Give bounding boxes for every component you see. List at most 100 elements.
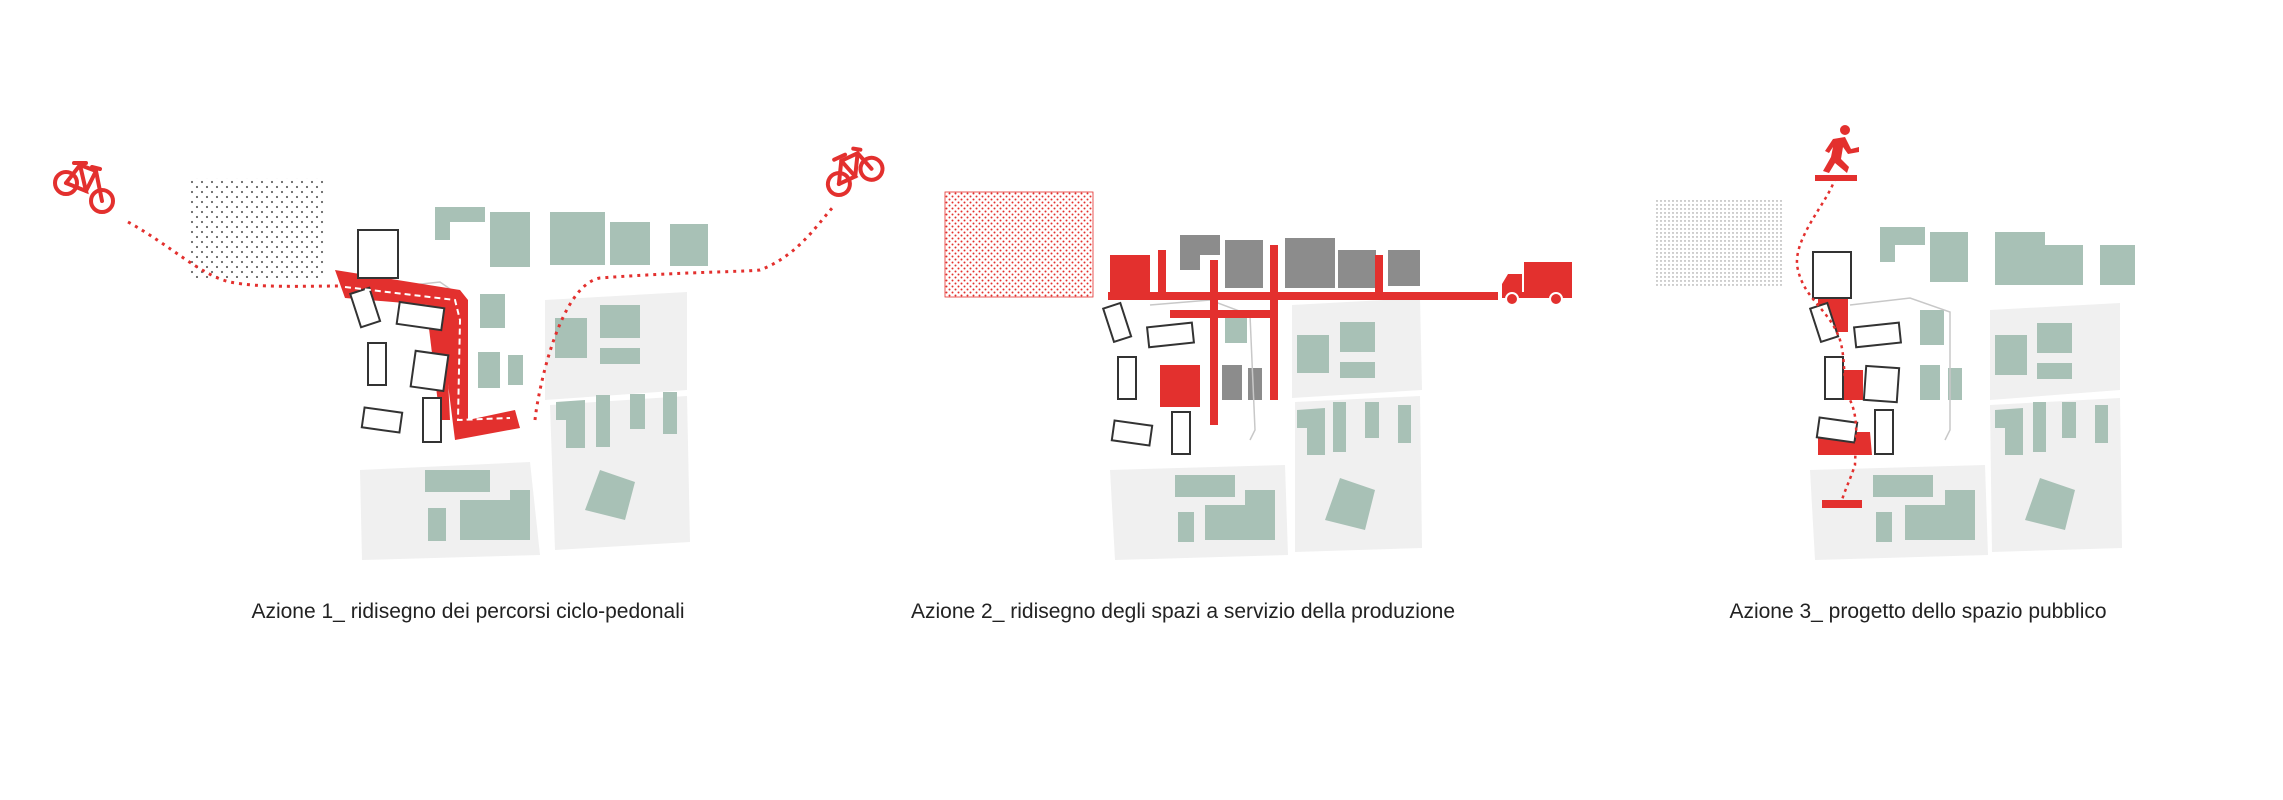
building (1920, 310, 1944, 345)
building (2062, 402, 2076, 438)
service-road (1170, 310, 1275, 318)
bicycle-icon (53, 161, 115, 214)
building (1930, 232, 1968, 282)
building (1995, 408, 2023, 455)
building (1852, 321, 1903, 349)
building (422, 397, 442, 443)
service-road (1375, 255, 1383, 295)
bicycle-icon (825, 146, 885, 198)
building (1180, 235, 1220, 270)
building (1225, 310, 1247, 343)
pedestrian-icon (1815, 125, 1859, 181)
building (1874, 409, 1894, 455)
outlined-buildings (348, 229, 450, 443)
building (1398, 405, 1411, 443)
panel-3 (1655, 125, 2135, 560)
building (630, 394, 645, 429)
building (428, 508, 446, 541)
building (460, 490, 530, 540)
building (1285, 238, 1335, 288)
building (2095, 405, 2108, 443)
building (1333, 402, 1346, 452)
building (395, 300, 446, 332)
building (1225, 240, 1263, 288)
building (1145, 321, 1196, 349)
building (596, 395, 610, 447)
building (610, 222, 650, 265)
building (1808, 301, 1840, 344)
building (550, 212, 605, 265)
building (435, 207, 485, 240)
building (1325, 478, 1375, 530)
building (2025, 478, 2075, 530)
green-buildings (1873, 227, 2135, 542)
open-field (1655, 200, 1783, 288)
building (367, 342, 387, 386)
building (2100, 245, 2135, 285)
building (1117, 356, 1137, 400)
building (1222, 365, 1242, 400)
building (1297, 408, 1325, 455)
building (1812, 251, 1852, 299)
building (1101, 301, 1133, 344)
building (1175, 475, 1235, 497)
building (2033, 402, 2046, 452)
plaza-strip (1822, 500, 1862, 508)
building (1171, 411, 1191, 455)
building (1178, 512, 1194, 542)
building (357, 229, 399, 279)
building (1110, 419, 1154, 447)
building (1297, 335, 1329, 373)
building (1340, 362, 1375, 378)
cycle-pedestrian-path (335, 270, 520, 440)
building (1995, 232, 2045, 285)
building (600, 305, 640, 338)
building (1365, 402, 1379, 438)
building (1880, 227, 1925, 262)
building (1338, 250, 1376, 288)
loading-area (1110, 255, 1150, 297)
outlined-buildings (1808, 251, 1903, 455)
building (1948, 368, 1962, 400)
walking-route (1795, 177, 1858, 501)
path-dashed-centerline (344, 286, 511, 422)
service-road (1158, 250, 1166, 295)
building (409, 349, 450, 393)
green-buildings (1175, 310, 1411, 542)
building (670, 224, 708, 266)
building (1815, 416, 1859, 444)
building (1920, 365, 1940, 400)
path-outline (1849, 297, 1951, 441)
building (2045, 245, 2083, 285)
panel-2 (944, 191, 1572, 560)
building (360, 406, 404, 434)
building (490, 212, 530, 267)
grey-buildings (1180, 235, 1420, 400)
city-block (1295, 396, 1422, 552)
building (480, 294, 505, 328)
open-field (190, 178, 325, 278)
building (1248, 368, 1262, 400)
truck-icon (1502, 262, 1572, 306)
service-road (1210, 260, 1218, 425)
building (348, 286, 382, 329)
building (2037, 323, 2072, 353)
building (1824, 356, 1844, 400)
outlined-buildings (1101, 301, 1196, 455)
panel-1-caption: Azione 1_ ridisegno dei percorsi ciclo-p… (251, 600, 685, 623)
building (478, 352, 500, 388)
building (600, 348, 640, 364)
building (2037, 363, 2072, 379)
service-network (1108, 245, 1498, 425)
building (555, 318, 587, 358)
building (1905, 490, 1975, 540)
green-buildings (425, 207, 708, 541)
service-road (1270, 245, 1278, 400)
urban-blocks (1810, 303, 2122, 560)
building (556, 400, 585, 448)
panel-2-caption: Azione 2_ ridisegno degli spazi a serviz… (910, 600, 1456, 623)
building (1995, 335, 2027, 375)
building (508, 355, 523, 385)
building (1873, 475, 1933, 497)
